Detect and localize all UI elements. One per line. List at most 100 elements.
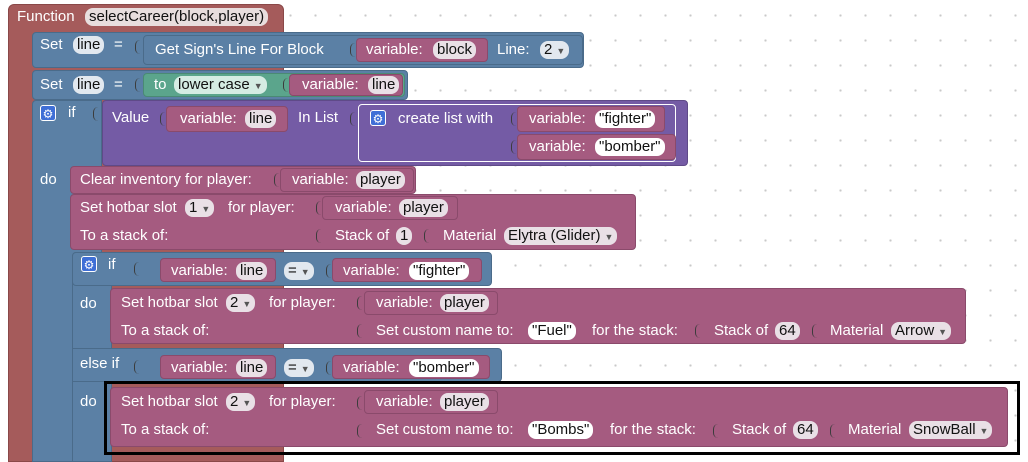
value-label: Value xyxy=(112,109,150,126)
input-connector xyxy=(316,229,321,243)
variable-line-field[interactable]: line xyxy=(236,262,268,280)
dropdown-arrow-icon: ▼ xyxy=(979,426,989,436)
variable-player-field[interactable]: player xyxy=(399,199,448,217)
equals-label: = xyxy=(114,76,123,93)
get-sign-line-label: Get Sign's Line For Block xyxy=(155,41,324,58)
variable-label: variable: xyxy=(302,76,359,93)
input-connector xyxy=(830,424,835,438)
input-connector xyxy=(357,324,362,338)
selection-highlight xyxy=(104,381,1020,455)
gear-icon[interactable]: ⚙ xyxy=(40,105,56,121)
slot-dropdown[interactable]: 2▼ xyxy=(226,393,256,411)
variable-player-field[interactable]: player xyxy=(440,294,489,312)
variable-label: variable: xyxy=(366,41,423,58)
variable-line-dropdown[interactable]: line xyxy=(73,36,105,54)
compare-value: = xyxy=(288,262,297,279)
input-connector xyxy=(511,140,516,154)
stack-count-field[interactable]: 1 xyxy=(396,227,413,245)
dropdown-arrow-icon: ▼ xyxy=(242,398,252,408)
stack-of-text: Stack of xyxy=(732,421,787,438)
variable-player-field[interactable]: player xyxy=(356,171,405,189)
variable-label: variable: xyxy=(171,262,228,279)
slot-value: 2 xyxy=(230,393,239,410)
case-mode-value: lower case xyxy=(178,76,250,93)
gear-icon[interactable]: ⚙ xyxy=(81,256,97,272)
text-bomber-field[interactable]: "bomber" xyxy=(409,359,479,377)
gear-icon[interactable]: ⚙ xyxy=(370,110,386,126)
compare-dropdown[interactable]: =▼ xyxy=(284,262,314,280)
material-label: Material xyxy=(848,421,902,438)
compare-dropdown[interactable]: =▼ xyxy=(284,359,314,377)
input-connector xyxy=(511,112,516,126)
input-connector xyxy=(350,112,355,126)
stack-count-field[interactable]: 64 xyxy=(775,322,800,340)
set-hotbar-label: Set hotbar slot xyxy=(80,199,177,216)
for-player-label: for player: xyxy=(269,393,336,410)
input-connector xyxy=(135,78,140,92)
else-if-label: else if xyxy=(80,355,120,372)
stack-of-text: Stack of xyxy=(335,227,390,244)
input-connector xyxy=(274,173,279,187)
variable-line-dropdown[interactable]: line xyxy=(73,76,105,94)
dropdown-arrow-icon: ▼ xyxy=(300,364,310,374)
dropdown-arrow-icon: ▼ xyxy=(242,299,252,309)
function-label: Function xyxy=(17,8,75,25)
input-connector xyxy=(134,262,139,276)
stack-count-field[interactable]: 64 xyxy=(793,421,818,439)
variable-line-field[interactable]: line xyxy=(245,110,277,128)
case-mode-dropdown[interactable]: lower case▼ xyxy=(174,76,267,94)
dropdown-arrow-icon: ▼ xyxy=(604,232,614,242)
variable-block-field[interactable]: block xyxy=(433,41,477,59)
list-item-field[interactable]: "bomber" xyxy=(595,138,665,156)
variable-label: variable: xyxy=(343,359,400,376)
input-connector xyxy=(695,324,700,338)
custom-name-field[interactable]: "Fuel" xyxy=(528,322,576,340)
material-value: SnowBall xyxy=(913,421,976,438)
input-connector xyxy=(316,201,321,215)
compare-value: = xyxy=(288,359,297,376)
slot-dropdown[interactable]: 2▼ xyxy=(226,294,256,312)
material-value: Arrow xyxy=(895,322,935,339)
custom-name-label: Set custom name to: xyxy=(376,421,514,438)
if-label: if xyxy=(68,104,76,121)
for-player-label: for player: xyxy=(228,199,295,216)
input-connector xyxy=(160,112,165,126)
line-label: Line: xyxy=(497,41,530,58)
material-dropdown[interactable]: Elytra (Glider)▼ xyxy=(504,227,618,245)
input-connector xyxy=(326,264,331,278)
custom-name-field[interactable]: "Bombs" xyxy=(528,421,594,439)
list-item-field[interactable]: "fighter" xyxy=(595,110,656,128)
dropdown-arrow-icon: ▼ xyxy=(938,327,948,337)
material-dropdown[interactable]: SnowBall▼ xyxy=(909,421,993,439)
variable-label: variable: xyxy=(171,359,228,376)
custom-name-label: Set custom name to: xyxy=(376,322,514,339)
material-value: Elytra (Glider) xyxy=(508,227,601,244)
input-connector xyxy=(350,43,355,57)
slot-value: 1 xyxy=(189,199,198,216)
variable-label: variable: xyxy=(529,110,586,127)
stack-of-label: To a stack of: xyxy=(121,421,210,438)
slot-dropdown[interactable]: 1▼ xyxy=(185,199,215,217)
variable-label: variable: xyxy=(343,262,400,279)
set-label: Set xyxy=(40,76,63,93)
variable-line-field[interactable]: line xyxy=(236,359,268,377)
input-connector xyxy=(812,324,817,338)
text-fighter-field[interactable]: "fighter" xyxy=(409,262,470,280)
material-label: Material xyxy=(443,227,497,244)
input-connector xyxy=(424,229,429,243)
dropdown-arrow-icon: ▼ xyxy=(201,204,211,214)
dropdown-arrow-icon: ▼ xyxy=(556,46,566,56)
variable-player-field[interactable]: player xyxy=(440,393,489,411)
input-connector xyxy=(135,40,140,54)
slot-value: 2 xyxy=(230,294,239,311)
clear-inventory-label: Clear inventory for player: xyxy=(80,171,252,188)
variable-line-field[interactable]: line xyxy=(368,76,400,94)
function-name-field[interactable]: selectCareer(block,player) xyxy=(85,8,269,26)
for-the-stack-label: for the stack: xyxy=(592,322,678,339)
input-connector xyxy=(283,78,288,92)
material-dropdown[interactable]: Arrow▼ xyxy=(891,322,952,340)
input-connector xyxy=(93,107,98,121)
line-number-dropdown[interactable]: 2▼ xyxy=(540,41,570,59)
for-player-label: for player: xyxy=(269,294,336,311)
set-hotbar-label: Set hotbar slot xyxy=(121,393,218,410)
